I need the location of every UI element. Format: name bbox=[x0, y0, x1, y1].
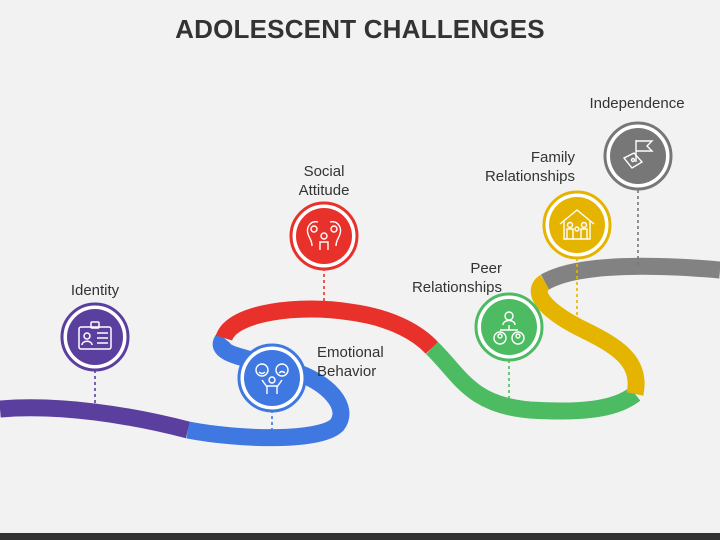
road-segment-emotional-behavior bbox=[186, 332, 350, 447]
milestone-social-attitude bbox=[289, 201, 359, 271]
label-social-attitude: Social Attitude bbox=[299, 162, 350, 200]
label-peer-relationships-line-1: Peer bbox=[470, 260, 502, 277]
label-family-relationships-line-1: Family bbox=[530, 149, 575, 166]
label-identity-line-1: Identity bbox=[70, 282, 120, 299]
id-card-icon bbox=[78, 321, 112, 350]
independence-flag-icon bbox=[622, 140, 654, 169]
road-segment-social-attitude bbox=[215, 300, 439, 354]
label-family-relationships: Family Relationships bbox=[455, 148, 575, 186]
milestone-identity bbox=[60, 302, 130, 372]
bottom-bar bbox=[0, 533, 720, 540]
milestone-family-relationships bbox=[542, 190, 612, 260]
label-family-relationships-line-2: Relationships bbox=[484, 168, 575, 185]
family-house-icon bbox=[559, 209, 595, 240]
road-segment-identity bbox=[0, 399, 191, 439]
label-peer-relationships: Peer Relationships bbox=[384, 259, 502, 297]
road-segment-peer-relationships bbox=[426, 341, 641, 420]
milestone-peer-relationships bbox=[474, 292, 544, 362]
label-emotional-behavior-line-2: Behavior bbox=[317, 363, 377, 380]
peer-network-icon bbox=[493, 311, 525, 345]
label-independence: Independence bbox=[589, 94, 684, 113]
label-emotional-behavior-line-1: Emotional bbox=[317, 344, 384, 361]
label-social-attitude-line-2: Attitude bbox=[298, 182, 350, 199]
road-segment-family-relationships bbox=[530, 274, 645, 396]
label-identity: Identity bbox=[71, 281, 119, 300]
label-independence-line-1: Independence bbox=[589, 95, 685, 112]
road-segment-independence bbox=[540, 257, 720, 290]
page-title: ADOLESCENT CHALLENGES bbox=[175, 14, 545, 44]
social-heads-icon bbox=[306, 220, 342, 250]
label-peer-relationships-line-2: Relationships bbox=[411, 279, 502, 296]
label-emotional-behavior: Emotional Behavior bbox=[317, 343, 384, 381]
milestone-independence bbox=[603, 121, 673, 191]
emotions-icon bbox=[255, 363, 289, 394]
milestone-emotional-behavior bbox=[237, 343, 307, 413]
label-social-attitude-line-1: Social bbox=[303, 163, 345, 180]
